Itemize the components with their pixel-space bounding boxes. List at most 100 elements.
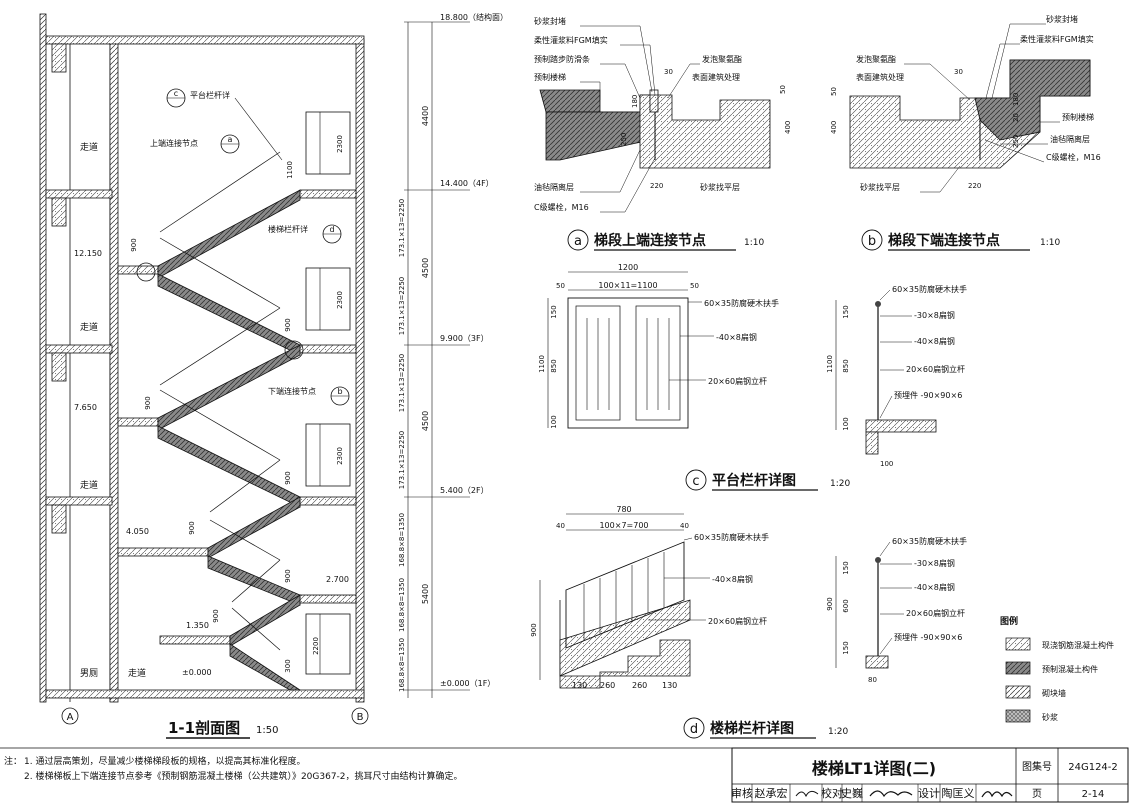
inner-wall [109, 39, 119, 703]
detail-c-scale: 1:20 [830, 479, 850, 489]
window-dim-4: 2200 [312, 637, 320, 655]
detail-d-side-label-4: 20×60扁钢立杆 [906, 608, 965, 618]
section-1-1: A B 18.800（结构面） 14.400（4F） 9.900（3F） 5.4… [39, 12, 508, 739]
detail-a-letter: a [574, 234, 582, 249]
small-dim-7: 900 [284, 569, 292, 582]
atlas-number: 24G124-2 [1068, 762, 1118, 773]
detail-c-sh-dim-1: 1100 [826, 355, 834, 373]
detail-d-bottom-dim-3: 260 [632, 681, 647, 690]
notes-line-1: 1. 通过层高策划，尽量减少楼梯梯段板的规格，以提高其标准化程度。 [24, 755, 305, 767]
detail-a-label-4: 预制楼梯 [534, 72, 566, 82]
detail-d-front-label-2: -40×8扁钢 [712, 574, 753, 584]
detail-c-side-dim-4: 100 [550, 415, 558, 428]
title-block: 楼梯LT1详图(二) 图集号 24G124-2 页 2-14 审核 赵承宏 校对… [731, 747, 1129, 803]
detail-b-title: 梯段下端连接节点 [888, 232, 1000, 249]
notes-line-2: 2. 楼梯梯板上下端连接节点参考《预制钢筋混凝土楼梯（公共建筑）》20G367-… [24, 770, 463, 782]
detail-b-dim-5: 20 [1012, 113, 1020, 122]
window-dim-3: 2300 [336, 447, 344, 465]
legend: 图例 现浇钢筋混凝土构件 预制混凝土构件 砌块墙 砂浆 [1000, 615, 1114, 723]
section-railings [159, 151, 281, 651]
dim-4500b: 4500 [421, 411, 430, 431]
callout-a-letter: a [228, 135, 233, 144]
detail-a-labels: 砂浆封堵 柔性灌浆料FGM填实 预制踏步防滑条 预制楼梯 发泡聚氨酯 表面建筑处… [534, 16, 742, 212]
detail-a-title: 梯段上端连接节点 [594, 232, 706, 249]
detail-d-front-label-3: 20×60扁钢立杆 [708, 616, 767, 626]
detail-c-front-label-1: 60×35防腐硬木扶手 [704, 298, 779, 308]
callout-a-text: 上端连接节点 [150, 138, 198, 148]
detail-b-label-8: 砂浆找平层 [860, 182, 900, 192]
room-3: 走道 [80, 479, 98, 491]
detail-d-top-dim-4: 40 [680, 522, 689, 530]
detail-d: 780 100×7=700 40 40 900 130 260 260 130 … [530, 505, 967, 739]
detail-c-sh-dim-2: 150 [842, 305, 850, 318]
axis-a-circle [61, 707, 79, 725]
notes-prefix: 注： [4, 755, 22, 767]
axis-a-label: A [67, 712, 74, 723]
right-wall [355, 39, 365, 703]
detail-c-top-dim-1: 1200 [618, 263, 638, 272]
left-elev-5: ±0.000 [182, 668, 212, 677]
room-5: 走道 [128, 667, 146, 679]
detail-a-dim-5: 400 [784, 121, 792, 134]
callout-d-text: 楼梯栏杆详 [268, 224, 308, 234]
elev-5400: 5.400（2F） [440, 486, 489, 495]
detail-c-top-dim-2: 100×11=1100 [598, 281, 657, 290]
flight-4a [157, 189, 301, 279]
detail-b-dim-1: 30 [954, 68, 963, 76]
flight-dim-3: 173.1×13=2250 [398, 354, 406, 413]
mid-elev: 2.700 [326, 575, 349, 584]
flight-1b [229, 594, 301, 647]
flight-2a [157, 425, 301, 508]
detail-d-bottom-dim-2: 260 [600, 681, 615, 690]
section-title: 1-1剖面图 [168, 719, 240, 737]
small-dim-3: 900 [284, 318, 292, 331]
detail-c-top-dim-3: 50 [556, 282, 565, 290]
detail-d-sh-dim-3: 600 [842, 599, 850, 612]
detail-d-bottom-dim: 80 [868, 676, 877, 684]
dim-4400: 4400 [421, 106, 430, 126]
detail-a-dim-1: 30 [664, 68, 673, 76]
detail-c-side-dim-3: 850 [550, 359, 558, 372]
legend-item-2: 预制混凝土构件 [1042, 664, 1098, 674]
detail-d-sh-dim-4: 150 [842, 641, 850, 654]
detail-a: 砂浆封堵 柔性灌浆料FGM填实 预制踏步防滑条 预制楼梯 发泡聚氨酯 表面建筑处… [534, 16, 792, 251]
detail-d-side-label-5: 预埋件 -90×90×6 [894, 632, 962, 642]
detail-a-label-8: C级螺栓，M16 [534, 202, 589, 212]
elev-0: ±0.000（1F） [440, 679, 495, 688]
small-dim-6: 900 [188, 521, 196, 534]
dim-5400: 5400 [421, 584, 430, 604]
detail-c-side-label-3: -40×8扁钢 [914, 336, 955, 346]
detail-a-label-6: 表面建筑处理 [692, 72, 740, 82]
detail-b: 砂浆封堵 柔性灌浆料FGM填实 发泡聚氨酯 表面建筑处理 预制楼梯 油毡隔离层 … [830, 14, 1101, 251]
small-dim-1: 1100 [286, 161, 294, 179]
detail-c-side-label-1: 60×35防腐硬木扶手 [892, 284, 967, 294]
window-dim-2: 2300 [336, 291, 344, 309]
detail-b-label-4: 表面建筑处理 [856, 72, 904, 82]
dim-4500a: 4500 [421, 258, 430, 278]
detail-b-dim-2: 50 [830, 87, 838, 96]
detail-d-side-label-2: -30×8扁钢 [914, 558, 955, 568]
section-windows [305, 111, 351, 675]
detail-a-dim-2: 50 [779, 85, 787, 94]
left-elev-3: 4.050 [126, 527, 149, 536]
elev-9900: 9.900（3F） [440, 334, 489, 343]
detail-b-label-1: 砂浆封堵 [1046, 14, 1078, 24]
tb-review-label: 审核 [731, 786, 753, 800]
detail-d-front-label-1: 60×35防腐硬木扶手 [694, 532, 769, 542]
callout-b-letter: b [337, 387, 342, 396]
callout-d-letter: d [329, 225, 334, 234]
legend-item-1: 现浇钢筋混凝土构件 [1042, 640, 1114, 650]
landing-2 [117, 417, 159, 427]
detail-d-title: 楼梯栏杆详图 [710, 720, 794, 737]
left-elev-4: 1.350 [186, 621, 209, 630]
detail-c: 1200 100×11=1100 50 50 1100 150 850 100 … [538, 263, 967, 491]
detail-a-label-1: 砂浆封堵 [534, 16, 566, 26]
tb-review-signature [795, 790, 819, 798]
detail-b-label-2: 柔性灌浆料FGM填实 [1020, 34, 1094, 44]
detail-b-label-3: 发泡聚氨酯 [856, 54, 896, 64]
detail-b-dim-3: 400 [830, 121, 838, 134]
legend-swatch-block [1005, 685, 1031, 699]
atlas-label: 图集号 [1022, 760, 1052, 773]
small-dim-4: 900 [144, 396, 152, 409]
detail-b-letter: b [868, 234, 876, 249]
